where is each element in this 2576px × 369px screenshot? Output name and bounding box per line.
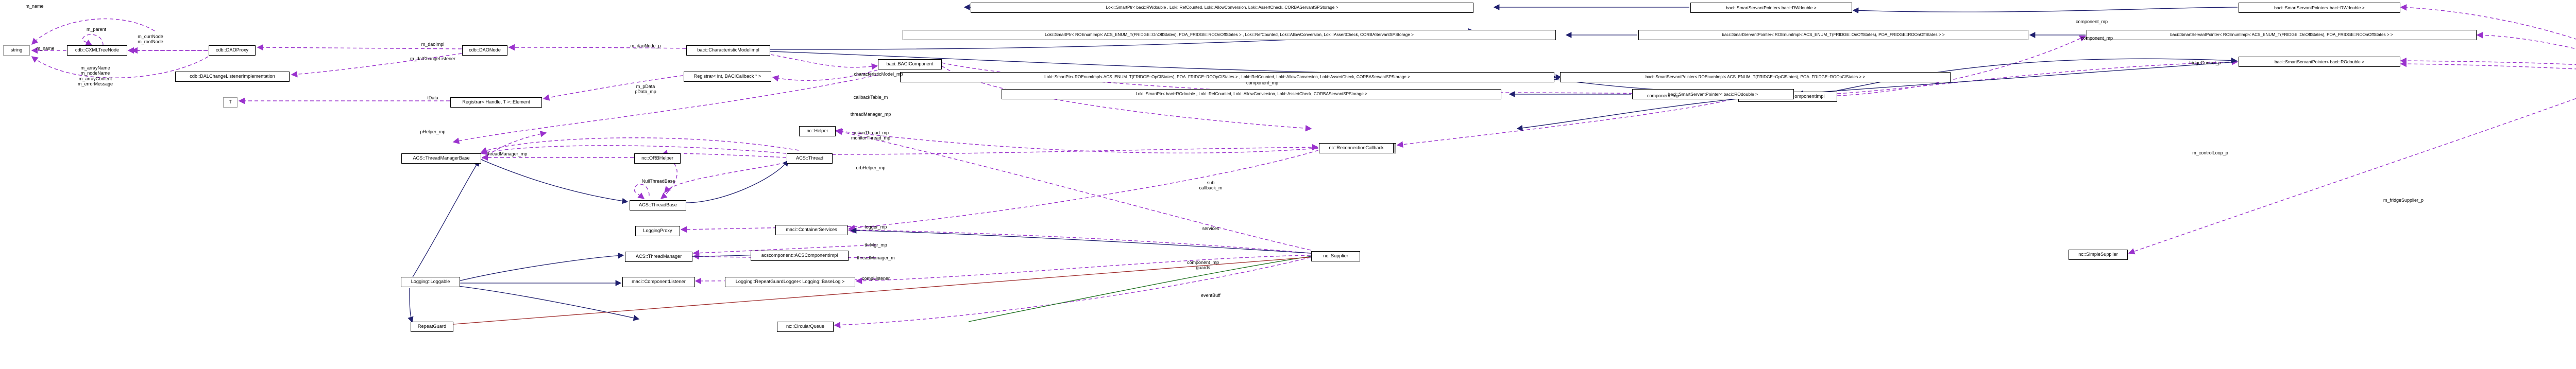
edge-label: m_controlLoop_p [2192, 150, 2228, 155]
edge-label: component_mp [2080, 36, 2113, 41]
edge-label: characteristicModel_mp [854, 72, 903, 77]
edge-label: services [1202, 226, 1219, 231]
edge-label: m_daoImpl [421, 42, 445, 47]
node-threadbase[interactable]: ACS::ThreadBase [630, 200, 686, 210]
edge-label: threadManager_mp [486, 151, 528, 156]
node-loggingproxy[interactable]: LoggingProxy [635, 226, 680, 236]
edge-label: m_parent [86, 27, 107, 32]
node-threadmanagerbase[interactable]: ACS::ThreadManagerBase [401, 153, 481, 164]
node-acscomponentimpl[interactable]: acscomponent::ACSComponentImpl [751, 251, 849, 261]
edge-label: m_daoNode_p [630, 43, 661, 48]
node-ssp_rwdouble2[interactable]: baci::SmartServantPointer< baci::RWdoubl… [2239, 3, 2400, 13]
edge-label: m_name [25, 4, 44, 9]
node-orbhelper[interactable]: nc::ORBHelper [634, 153, 681, 164]
edge-label: threadManager_m [857, 255, 895, 260]
edge-label: m_dalChangeListener [410, 56, 456, 61]
edge-label: orbHelper_mp [856, 165, 886, 170]
node-repeatguard[interactable]: RepeatGuard [411, 322, 453, 332]
edge-label: m_fridgeSupplier_p [2383, 198, 2424, 203]
node-threadmanager[interactable]: ACS::ThreadManager [625, 252, 692, 262]
edge-label: NullThreadBase [641, 179, 675, 184]
node-repeatguardlogger[interactable]: Logging::RepeatGuardLogger< Logging::Bas… [725, 277, 855, 287]
node-smartptr_rodouble[interactable]: Loki::SmartPtr< baci::ROdouble , Loki::R… [1002, 89, 1501, 99]
edge-label: compListener [861, 276, 890, 281]
node-T[interactable]: T [223, 97, 238, 108]
edge-label: component_mp [1246, 80, 1279, 85]
node-helper[interactable]: nc::Helper [799, 126, 836, 136]
node-ssp_rodouble2[interactable]: baci::SmartServantPointer< baci::ROdoubl… [2239, 57, 2400, 67]
edge-label: callbackTable_m [853, 95, 888, 100]
edge-label: component_mp [2075, 19, 2108, 24]
edge-label: thrMgr_mp [865, 242, 887, 248]
node-circularqueue[interactable]: nc::CircularQueue [777, 322, 834, 332]
edge-label: component_mp [1647, 93, 1680, 98]
edge-label: pHelper_mp [420, 129, 446, 134]
node-cxmltreenode[interactable]: cdb::CXMLTreeNode [67, 45, 127, 56]
node-smartptr_opcl[interactable]: Loki::SmartPtr< ROEnumImpl< ACS_ENUM_T(F… [900, 72, 1554, 82]
node-ssp_rodouble[interactable]: baci::SmartServantPointer< baci::ROdoubl… [1632, 89, 1794, 99]
node-simplesupplier[interactable]: nc::SimpleSupplier [2069, 250, 2128, 260]
node-registrar_baci[interactable]: Registrar< int, BACICallback * > [684, 72, 771, 82]
node-registrar_handle[interactable]: Registrar< Handle, T >::Element [450, 97, 542, 108]
edge-label: threadManager_mp [850, 112, 891, 117]
node-reconnectioncb[interactable]: nc::ReconnectionCallback [1319, 143, 1394, 153]
node-ssp_opcl[interactable]: baci::SmartServantPointer< ROEnumImpl< A… [1560, 72, 1951, 82]
edge-label: eventBuff [1201, 293, 1221, 298]
edge-label: fridgeControl_p [2189, 60, 2221, 65]
node-containerservices[interactable]: maci::ContainerServices [775, 225, 848, 235]
node-componentlistener[interactable]: maci::ComponentListener [622, 277, 695, 287]
node-smartptr_onoff[interactable]: Loki::SmartPtr< ROEnumImpl< ACS_ENUM_T(F… [903, 30, 1556, 40]
node-daoproxy[interactable]: cdb::DAOProxy [209, 45, 256, 56]
node-ssp_rwdouble[interactable]: baci::SmartServantPointer< baci::RWdoubl… [1690, 3, 1852, 13]
node-supplier[interactable]: nc::Supplier [1311, 251, 1360, 261]
node-loggable[interactable]: Logging::Loggable [401, 277, 460, 287]
edge-label: tData [427, 95, 438, 100]
edge-label: logger_mp [865, 224, 887, 230]
node-charmodelimpl[interactable]: baci::CharacteristicModelImpl [686, 45, 770, 56]
node-ssp_onoff[interactable]: baci::SmartServantPointer< ROEnumImpl< A… [1638, 30, 2028, 40]
node-thread[interactable]: ACS::Thread [787, 153, 833, 164]
node-dalchange[interactable]: cdb::DALChangeListenerImplementation [175, 72, 290, 82]
node-string[interactable]: string [3, 45, 30, 56]
node-smartptr_rwdouble[interactable]: Loki::SmartPtr< baci::RWdouble , Loki::R… [971, 3, 1473, 13]
edge-label: m_name [36, 46, 55, 51]
node-daonode[interactable]: cdb::DAONode [462, 45, 507, 56]
node-ssp_onoff2[interactable]: baci::SmartServantPointer< ROEnumImpl< A… [2087, 30, 2477, 40]
node-bacicomponent[interactable]: baci::BACIComponent [878, 59, 942, 69]
